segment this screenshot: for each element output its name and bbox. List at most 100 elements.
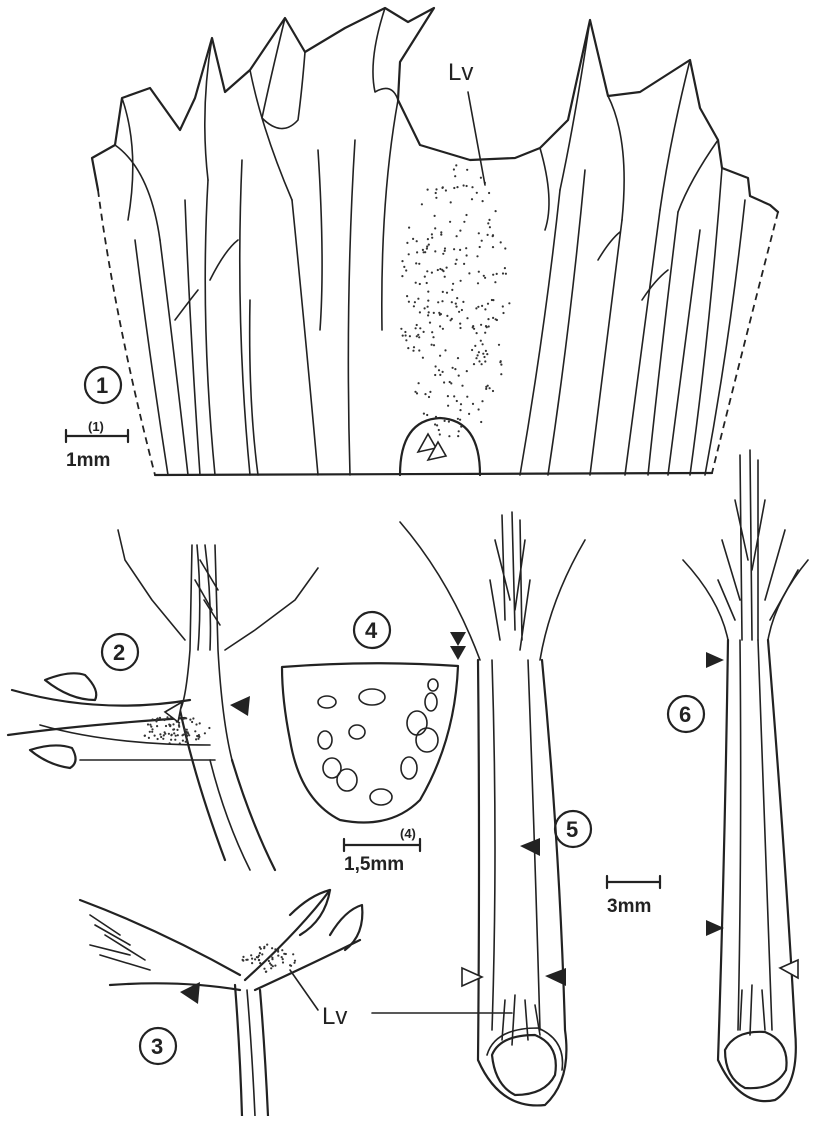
stipple-dot: [168, 733, 170, 735]
stipple-dot: [431, 331, 433, 333]
stipple-dot: [453, 187, 455, 189]
panel-1-open-arrow: [418, 434, 446, 460]
svg-text:2: 2: [113, 640, 125, 665]
stipple-dot: [274, 965, 276, 967]
stipple-dot: [156, 725, 158, 727]
stipple-dot: [452, 367, 454, 369]
stipple-dot: [426, 282, 428, 284]
stipple-dot: [208, 727, 210, 729]
stipple-dot: [502, 272, 504, 274]
stipple-dot: [453, 248, 455, 250]
panel-3-fork: [80, 890, 362, 1116]
stipple-dot: [487, 234, 489, 236]
stipple-dot: [458, 430, 460, 432]
stipple-dot: [485, 388, 487, 390]
svg-text:3: 3: [151, 1034, 163, 1059]
stipple-dot: [418, 349, 420, 351]
svg-text:1mm: 1mm: [66, 450, 110, 471]
stipple-dot: [165, 725, 167, 727]
stipple-dot: [259, 952, 261, 954]
stipple-dot: [486, 353, 488, 355]
stipple-dot: [453, 395, 455, 397]
stipple-dot: [281, 956, 283, 958]
stipple-dot: [459, 409, 461, 411]
stipple-dot: [489, 387, 491, 389]
stipple-dot: [460, 280, 462, 282]
stipple-dot: [258, 959, 260, 961]
stipple-dot: [502, 312, 504, 314]
stipple-dot: [445, 189, 447, 191]
stipple-dot: [456, 400, 458, 402]
stipple-dot: [198, 736, 200, 738]
stipple-dot: [191, 721, 193, 723]
stipple-dot: [159, 717, 161, 719]
stipple-dot: [147, 723, 149, 725]
stipple-dot: [472, 325, 474, 327]
panel-1-lv-label: Lv: [448, 59, 473, 86]
stipple-dot: [480, 324, 482, 326]
stipple-dot: [169, 724, 171, 726]
stipple-dot: [435, 197, 437, 199]
stipple-dot: [483, 356, 485, 358]
stipple-dot: [435, 192, 437, 194]
stipple-dot: [442, 291, 444, 293]
stipple-dot: [453, 168, 455, 170]
stipple-dot: [186, 735, 188, 737]
stipple-dot: [152, 718, 154, 720]
stipple-dot: [458, 311, 460, 313]
stipple-dot: [492, 234, 494, 236]
stipple-dot: [281, 949, 283, 951]
stipple-dot: [409, 335, 411, 337]
stipple-dot: [195, 723, 197, 725]
stipple-dot: [431, 233, 433, 235]
stipple-dot: [415, 327, 417, 329]
stipple-dot: [446, 292, 448, 294]
stipple-dot: [257, 956, 259, 958]
stipple-dot: [423, 251, 425, 253]
stipple-dot: [450, 201, 452, 203]
stipple-dot: [476, 192, 478, 194]
panel-6-arrows: [706, 652, 798, 978]
stipple-dot: [451, 289, 453, 291]
stipple-dot: [406, 295, 408, 297]
stipple-dot: [456, 186, 458, 188]
panel-5-arrows: [462, 838, 566, 986]
stipple-dot: [293, 962, 295, 964]
stipple-dot: [194, 730, 196, 732]
stipple-dot: [475, 307, 477, 309]
stipple-dot: [491, 299, 493, 301]
stipple-dot: [466, 169, 468, 171]
stipple-dot: [456, 235, 458, 237]
stipple-dot: [484, 308, 486, 310]
stipple-dot: [268, 960, 270, 962]
stipple-dot: [424, 307, 426, 309]
stipple-dot: [417, 298, 419, 300]
stipple-dot: [151, 731, 153, 733]
stipple-dot: [416, 240, 418, 242]
stipple-dot: [175, 735, 177, 737]
stipple-dot: [192, 717, 194, 719]
stipple-dot: [418, 263, 420, 265]
stipple-dot: [401, 260, 403, 262]
stipple-dot: [271, 947, 273, 949]
stipple-dot: [426, 248, 428, 250]
stipple-dot: [418, 336, 420, 338]
stipple-dot: [261, 953, 263, 955]
stipple-dot: [154, 735, 156, 737]
svg-text:4: 4: [365, 618, 378, 643]
stipple-dot: [186, 740, 188, 742]
panel-2-branch: [8, 530, 318, 870]
stipple-dot: [476, 255, 478, 257]
stipple-dot: [195, 738, 197, 740]
stipple-dot: [482, 200, 484, 202]
stipple-dot: [182, 718, 184, 720]
stipple-dot: [488, 219, 490, 221]
stipple-dot: [482, 353, 484, 355]
stipple-dot: [414, 301, 416, 303]
stipple-dot: [449, 221, 451, 223]
stipple-dot: [488, 325, 490, 327]
stipple-dot: [404, 331, 406, 333]
stipple-dot: [428, 244, 430, 246]
stipple-dot: [478, 232, 480, 234]
stipple-dot: [472, 403, 474, 405]
